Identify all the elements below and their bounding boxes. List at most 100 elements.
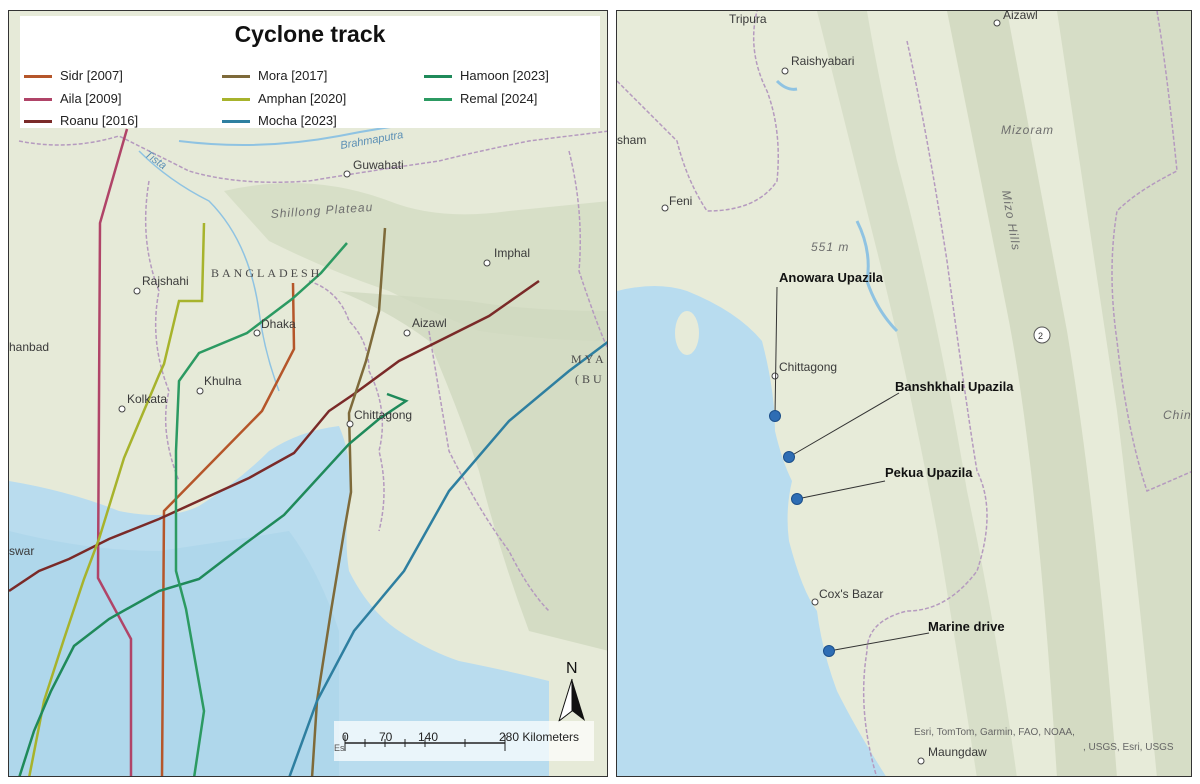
scale-bar: 0 70 140 280 Kilometers Es xyxy=(334,721,594,761)
legend-swatch xyxy=(424,75,452,79)
track-remal xyxy=(174,242,348,776)
attribution-line-1: Esri, TomTom, Garmin, FAO, NOAA, xyxy=(914,727,1075,738)
route-shield: 2 xyxy=(1033,326,1051,344)
legend-swatch xyxy=(222,75,250,79)
track-mora xyxy=(310,227,387,776)
leader-line xyxy=(828,632,930,652)
track-roanu xyxy=(9,279,540,593)
legend-swatch xyxy=(24,75,52,79)
site-label-pekua: Pekua Upazila xyxy=(885,465,973,480)
border-line xyxy=(144,180,180,482)
track-sidr xyxy=(160,282,296,776)
route-shield-bg xyxy=(1033,326,1051,344)
city-marker xyxy=(196,387,204,395)
legend-swatch xyxy=(24,120,52,124)
city-label-dhanbad: hanbad xyxy=(9,340,49,354)
lake xyxy=(775,79,798,91)
legend-item-remal: Remal [2024] xyxy=(424,91,537,109)
city-marker xyxy=(343,170,351,178)
north-label: N xyxy=(566,660,578,677)
track-amphan xyxy=(28,222,206,776)
scale-attribution: Es xyxy=(334,743,345,753)
track-aila xyxy=(96,128,133,776)
legend-item-roanu: Roanu [2016] xyxy=(24,113,138,131)
island xyxy=(675,311,699,355)
place-label-tripura: Tripura xyxy=(729,12,767,26)
leader-line xyxy=(796,480,886,500)
city-marker xyxy=(661,204,669,212)
scale-label-70: 70 xyxy=(379,730,393,744)
hills-shade-east xyxy=(339,291,607,651)
city-label-guwahati: Guwahati xyxy=(353,158,404,172)
ridge-shade xyxy=(817,11,1017,776)
north-arrow-right xyxy=(572,679,585,721)
place-label-aizawl: Aizawl xyxy=(1003,11,1038,22)
legend-item-aila: Aila [2009] xyxy=(24,91,121,109)
deep-sea xyxy=(9,531,339,776)
border-line xyxy=(568,150,607,349)
legend-item-mocha: Mocha [2023] xyxy=(222,113,337,131)
city-label-imphal: Imphal xyxy=(494,246,530,260)
scale-label-280: 280 Kilometers xyxy=(499,730,579,744)
legend-label: Mocha [2023] xyxy=(258,113,337,128)
attribution-line-2: , USGS, Esri, USGS xyxy=(1083,742,1174,753)
legend-label: Amphan [2020] xyxy=(258,91,347,106)
study-sites-map[interactable]: Tripura Aizawl Raishyabari sham Feni Miz… xyxy=(616,10,1192,777)
city-label-rajshahi: Rajshahi xyxy=(142,274,189,288)
border-line xyxy=(428,330,550,612)
legend-item-amphan: Amphan [2020] xyxy=(222,91,346,109)
study-sites-canvas[interactable]: Tripura Aizawl Raishyabari sham Feni Miz… xyxy=(617,11,1192,777)
city-marker xyxy=(811,598,819,606)
legend-label: Mora [2017] xyxy=(258,68,328,83)
legend-label: Roanu [2016] xyxy=(60,113,139,128)
legend-swatch xyxy=(222,120,250,124)
city-marker xyxy=(133,287,141,295)
city-marker xyxy=(781,67,789,75)
city-label-dhaka: Dhaka xyxy=(261,317,296,331)
legend-item-mora: Mora [2017] xyxy=(222,68,327,86)
place-label-feni: Feni xyxy=(669,194,692,208)
place-label-raishyabari: Raishyabari xyxy=(791,54,854,68)
city-marker xyxy=(118,405,126,413)
legend: Cyclone track Sidr [2007] Aila [2009] Ro… xyxy=(20,16,600,128)
place-label-chittagong: Chittagong xyxy=(779,360,837,374)
place-label-maungdaw: Maungdaw xyxy=(928,745,987,759)
place-label-coxs-bazar: Cox's Bazar xyxy=(819,587,883,601)
north-arrow: N xyxy=(558,660,585,723)
city-marker xyxy=(403,329,411,337)
scale-bar-bg xyxy=(334,721,594,761)
place-label-sham: sham xyxy=(617,133,646,147)
city-label-chittagong: Chittagong xyxy=(354,408,412,422)
legend-label: Hamoon [2023] xyxy=(460,68,549,83)
city-marker xyxy=(346,420,354,428)
city-marker xyxy=(483,259,491,267)
legend-item-hamoon: Hamoon [2023] xyxy=(424,68,549,86)
city-label-kolkata: Kolkata xyxy=(127,392,167,406)
site-marker-marine-drive[interactable] xyxy=(823,645,835,657)
legend-swatch xyxy=(424,98,452,102)
site-marker-banshkhali[interactable] xyxy=(783,451,795,463)
site-marker-anowara[interactable] xyxy=(769,410,781,422)
legend-swatch xyxy=(222,98,250,102)
cyclone-map-canvas[interactable]: Guwahati Imphal Rajshahi Dhaka Khulna Ko… xyxy=(9,11,608,777)
border-line xyxy=(18,130,607,183)
city-label-eswar: swar xyxy=(9,544,34,558)
peak-label: 551 m xyxy=(811,240,849,254)
legend-swatch xyxy=(24,98,52,102)
legend-label: Remal [2024] xyxy=(460,91,538,106)
city-marker xyxy=(253,329,261,337)
karnaphuli-lake xyxy=(855,220,899,333)
city-marker xyxy=(771,372,779,380)
site-marker-pekua[interactable] xyxy=(791,493,803,505)
place-label-mizoram: Mizoram xyxy=(1001,123,1054,137)
river-jamuna xyxy=(138,150,280,392)
cyclone-track-map[interactable]: Guwahati Imphal Rajshahi Dhaka Khulna Ko… xyxy=(8,10,608,777)
border-line xyxy=(862,40,988,776)
leader-line xyxy=(788,392,900,458)
legend-title: Cyclone track xyxy=(234,21,386,47)
bay-sea xyxy=(617,286,886,776)
border-line xyxy=(1111,11,1191,493)
legend-item-sidr: Sidr [2007] xyxy=(24,68,123,86)
place-label-chin: Chin xyxy=(1163,408,1192,422)
ridge-shade xyxy=(947,11,1117,776)
